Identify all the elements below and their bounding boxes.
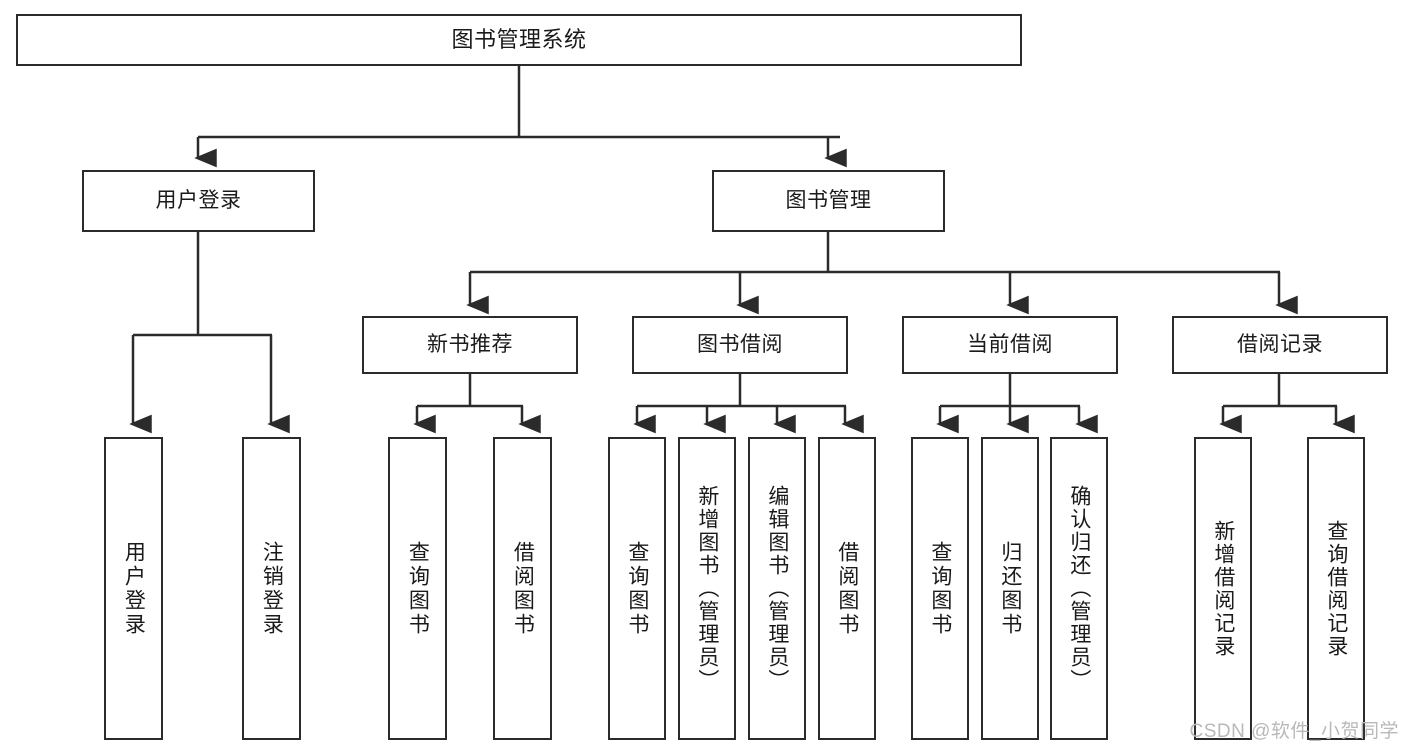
leaf-borrow-book[interactable]: 借阅图书	[818, 437, 876, 740]
leaf-add-book-admin[interactable]: 新增图书（管理员）	[678, 437, 736, 740]
node-root[interactable]: 图书管理系统	[16, 14, 1022, 66]
node-book-borrow[interactable]: 图书借阅	[632, 316, 848, 374]
leaf-query-book-current-label: 查询图书	[928, 540, 952, 637]
leaf-return-book-label: 归还图书	[998, 540, 1022, 637]
node-book-borrow-label: 图书借阅	[697, 332, 783, 356]
leaf-user-logout-label: 注销登录	[260, 540, 284, 637]
leaf-edit-book-admin[interactable]: 编辑图书（管理员）	[748, 437, 806, 740]
node-current-borrow-label: 当前借阅	[967, 332, 1053, 356]
leaf-borrow-book-label: 借阅图书	[835, 540, 859, 637]
leaf-query-book-recommend-label: 查询图书	[406, 540, 430, 637]
node-new-book-recommend[interactable]: 新书推荐	[362, 316, 578, 374]
leaf-query-borrow-record[interactable]: 查询借阅记录	[1307, 437, 1365, 740]
leaf-query-borrow-record-label: 查询借阅记录	[1324, 519, 1348, 658]
leaf-user-login-label: 用户登录	[122, 540, 146, 637]
node-root-label: 图书管理系统	[451, 27, 587, 53]
node-user-login-label: 用户登录	[155, 188, 242, 212]
node-new-book-recommend-label: 新书推荐	[427, 332, 513, 356]
leaf-confirm-return-admin-label: 确认归还（管理员）	[1067, 485, 1091, 692]
node-borrow-record-label: 借阅记录	[1237, 332, 1323, 356]
leaf-return-book[interactable]: 归还图书	[981, 437, 1039, 740]
leaf-query-book-borrow-label: 查询图书	[625, 540, 649, 637]
node-book-management-label: 图书管理	[785, 188, 872, 212]
leaf-add-borrow-record-label: 新增借阅记录	[1211, 519, 1235, 658]
leaf-edit-book-admin-label: 编辑图书（管理员）	[765, 485, 789, 692]
leaf-borrow-book-recommend-label: 借阅图书	[511, 540, 535, 637]
leaf-query-book-recommend[interactable]: 查询图书	[388, 437, 447, 740]
leaf-query-book-borrow[interactable]: 查询图书	[608, 437, 666, 740]
node-borrow-record[interactable]: 借阅记录	[1172, 316, 1388, 374]
leaf-user-login[interactable]: 用户登录	[104, 437, 163, 740]
leaf-user-logout[interactable]: 注销登录	[242, 437, 301, 740]
node-current-borrow[interactable]: 当前借阅	[902, 316, 1118, 374]
leaf-add-borrow-record[interactable]: 新增借阅记录	[1194, 437, 1252, 740]
leaf-query-book-current[interactable]: 查询图书	[911, 437, 969, 740]
node-book-management[interactable]: 图书管理	[712, 170, 945, 232]
watermark: CSDN @软件_小贺同学	[1189, 721, 1399, 742]
leaf-borrow-book-recommend[interactable]: 借阅图书	[493, 437, 552, 740]
leaf-confirm-return-admin[interactable]: 确认归还（管理员）	[1050, 437, 1108, 740]
node-user-login[interactable]: 用户登录	[82, 170, 315, 232]
leaf-add-book-admin-label: 新增图书（管理员）	[695, 485, 719, 692]
